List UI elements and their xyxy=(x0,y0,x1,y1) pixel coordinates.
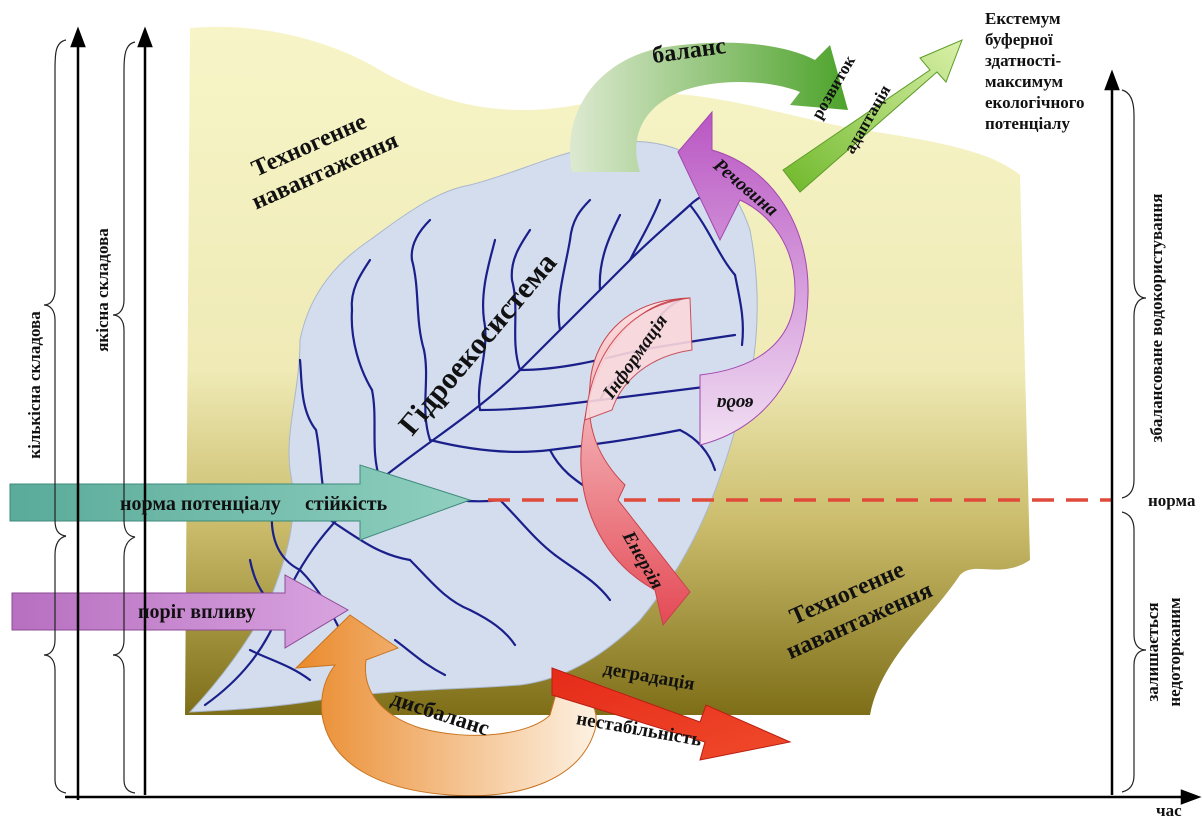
quantitative-axis-label: кількісна складова xyxy=(25,311,44,459)
norm-label: норма xyxy=(1148,491,1196,510)
svg-text:здатності-: здатності- xyxy=(985,51,1061,70)
threshold-label: поріг впливу xyxy=(138,601,255,623)
svg-text:Екстемум: Екстемум xyxy=(985,9,1061,28)
threshold-arrow xyxy=(11,574,349,649)
remains-label: залишається xyxy=(1143,602,1162,701)
svg-text:екологічного: екологічного xyxy=(985,93,1085,112)
stability-label: стійкість xyxy=(305,493,388,515)
balance-arrow xyxy=(569,42,848,173)
water-label: вода xyxy=(716,393,753,414)
balanced-water-use-label: збалансоване водокористування xyxy=(1147,194,1166,443)
braces xyxy=(43,39,1147,794)
svg-text:буферної: буферної xyxy=(985,30,1053,49)
degradation-arrow xyxy=(551,667,792,761)
imbalance-arrow xyxy=(294,614,597,797)
axes xyxy=(65,26,1202,805)
development-arrow xyxy=(782,39,963,193)
information-band xyxy=(584,297,693,421)
time-axis-label: час xyxy=(1156,801,1182,818)
qualitative-axis-label: якісна складова xyxy=(93,228,112,352)
norm-potential-label: норма потенціалу xyxy=(120,493,281,515)
svg-text:максимум: максимум xyxy=(985,72,1064,91)
svg-text:потенціалу: потенціалу xyxy=(985,114,1070,133)
norm-potential-arrow xyxy=(9,464,472,541)
extremum-label: Екстемум буферної здатності- максимум ек… xyxy=(985,9,1085,133)
untouched-label: недоторканим xyxy=(1165,597,1184,707)
substance-arrow xyxy=(677,110,809,446)
